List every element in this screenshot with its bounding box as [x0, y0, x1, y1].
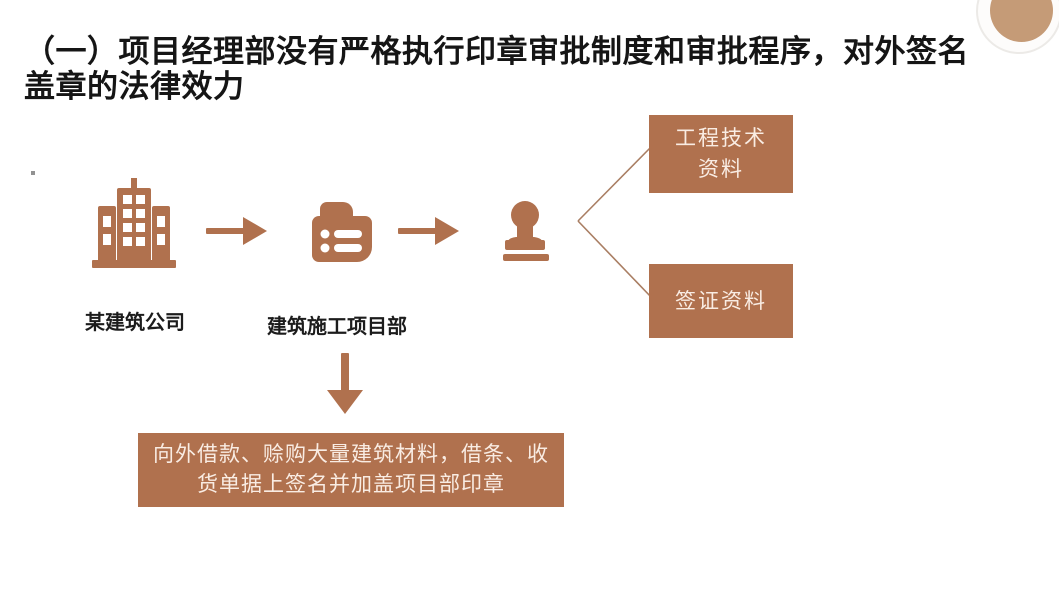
- output-box-engineering: 工程技术 资料: [649, 115, 793, 193]
- arrow-right-icon: [398, 217, 459, 245]
- department-label: 建筑施工项目部: [267, 316, 407, 338]
- company-label: 某建筑公司: [85, 312, 185, 334]
- folder-list-icon: [312, 202, 372, 262]
- branch-connector-lines: [577, 145, 653, 299]
- consequence-box: 向外借款、赊购大量建筑材料，借条、收 货单据上签名并加盖项目部印章: [138, 433, 564, 507]
- output-box-line: 工程技术: [675, 127, 767, 150]
- consequence-line: 货单据上签名并加盖项目部印章: [197, 473, 505, 496]
- slide-title: （一）项目经理部没有严格执行印章审批制度和审批程序，对外签名盖章的法律效力: [24, 34, 969, 104]
- output-box-line: 资料: [698, 158, 744, 181]
- stray-dot: [31, 171, 35, 175]
- stamp-icon: [503, 201, 549, 261]
- arrow-right-icon: [206, 217, 267, 245]
- output-box-line: 签证资料: [675, 289, 767, 313]
- arrow-down-icon: [327, 353, 363, 414]
- consequence-line: 向外借款、赊购大量建筑材料，借条、收: [153, 443, 549, 466]
- output-box-visa: 签证资料: [649, 264, 793, 338]
- building-icon: [92, 178, 176, 268]
